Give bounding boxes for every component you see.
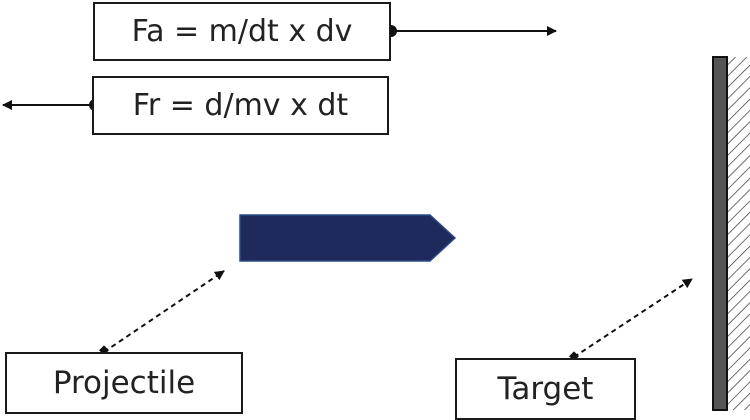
- projectile-shape: [239, 214, 457, 262]
- target-label: Target: [455, 358, 636, 420]
- applied-force-equation: Fa = m/dt x dv: [93, 2, 391, 61]
- resistive-force-equation: Fr = d/mv x dt: [92, 76, 389, 135]
- projectile-connector: [103, 270, 225, 353]
- target-connector: [573, 278, 693, 358]
- target-wall-hatching: [727, 57, 750, 410]
- target-wall: [712, 56, 728, 411]
- projectile-label: Projectile: [5, 352, 243, 414]
